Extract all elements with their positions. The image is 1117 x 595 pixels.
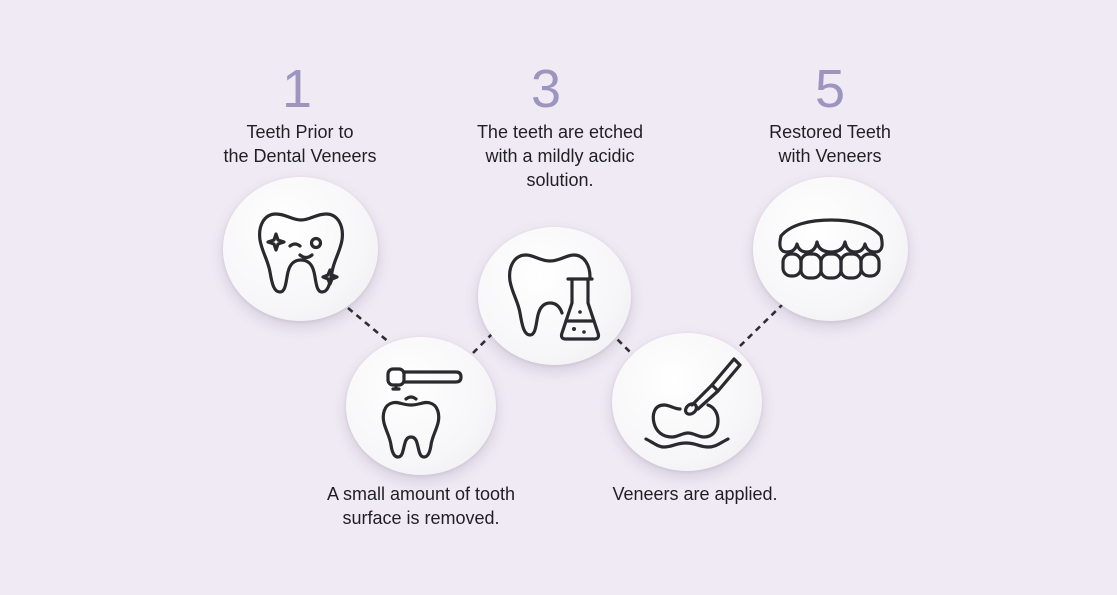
step-5-number: 5 <box>814 59 846 119</box>
step-3-number: 3 <box>530 59 562 119</box>
step-1-number: 1 <box>281 59 313 119</box>
connector-4-5 <box>739 304 783 347</box>
step-5-circle <box>753 177 908 321</box>
step-1-caption: Teeth Prior to the Dental Veneers <box>205 120 395 168</box>
restored-teeth-row-icon <box>777 218 884 280</box>
step-3-caption: The teeth are etched with a mildly acidi… <box>440 120 680 192</box>
step-5-caption-line: with Veneers <box>778 146 882 166</box>
step-4-circle <box>612 333 762 471</box>
step-5-caption: Restored Teeth with Veneers <box>730 120 930 168</box>
sparkling-tooth-icon <box>257 212 344 294</box>
step-4-caption-line: Veneers are applied. <box>612 484 778 504</box>
step-2-circle <box>346 337 496 475</box>
step-3-caption-line: The teeth are etched <box>476 122 644 142</box>
dental-drill-tooth-icon <box>381 367 463 459</box>
step-3-caption-line: with a mildly acidic <box>485 146 635 166</box>
step-3-circle <box>478 227 631 365</box>
veneer-application-icon <box>644 357 742 449</box>
step-4-caption: Veneers are applied. <box>570 482 820 506</box>
step-2-caption-line: surface is removed. <box>342 508 500 528</box>
step-5-caption-line: Restored Teeth <box>769 122 891 142</box>
connector-1-2 <box>347 307 391 344</box>
step-1-circle <box>223 177 378 321</box>
step-2-caption: A small amount of tooth surface is remov… <box>286 482 556 530</box>
step-1-caption-line: Teeth Prior to <box>246 122 354 142</box>
step-2-caption-line: A small amount of tooth <box>326 484 516 504</box>
step-1-caption-line: the Dental Veneers <box>223 146 377 166</box>
tooth-acid-flask-icon <box>507 253 600 341</box>
step-3-caption-line: solution. <box>526 170 594 190</box>
